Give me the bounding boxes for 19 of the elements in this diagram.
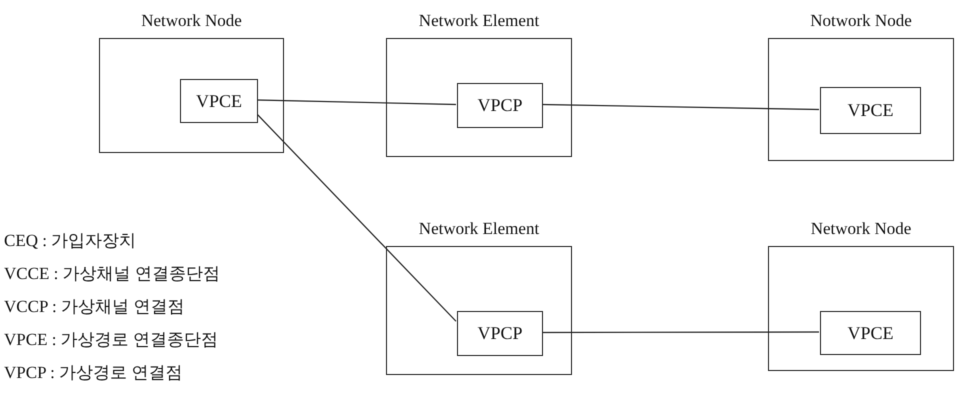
box-heading: Network Element <box>418 10 540 32</box>
connector-line <box>256 114 456 322</box>
abbreviation-note: VCCE : 가상채널 연결종단점 <box>4 263 220 285</box>
abbreviation-note: VPCP : 가상경로 연결점 <box>4 362 182 384</box>
point-box: VPCP <box>457 311 543 356</box>
box-heading: Network Node <box>810 218 912 240</box>
point-box: VPCE <box>820 87 921 134</box>
point-box: VPCP <box>457 83 543 128</box>
abbreviation-note: VPCE : 가상경로 연결종단점 <box>4 329 218 351</box>
connector-line <box>542 104 820 110</box>
box-heading: Notwork Node <box>809 10 913 32</box>
box-heading: Network Node <box>140 10 243 32</box>
box-heading: Network Element <box>418 218 540 240</box>
connector-line <box>256 99 456 106</box>
abbreviation-note: CEQ : 가입자장치 <box>4 230 136 252</box>
point-box: VPCE <box>180 79 258 123</box>
point-box: VPCE <box>820 311 921 355</box>
connector-line <box>542 331 819 334</box>
abbreviation-note: VCCP : 가상채널 연결점 <box>4 296 184 318</box>
